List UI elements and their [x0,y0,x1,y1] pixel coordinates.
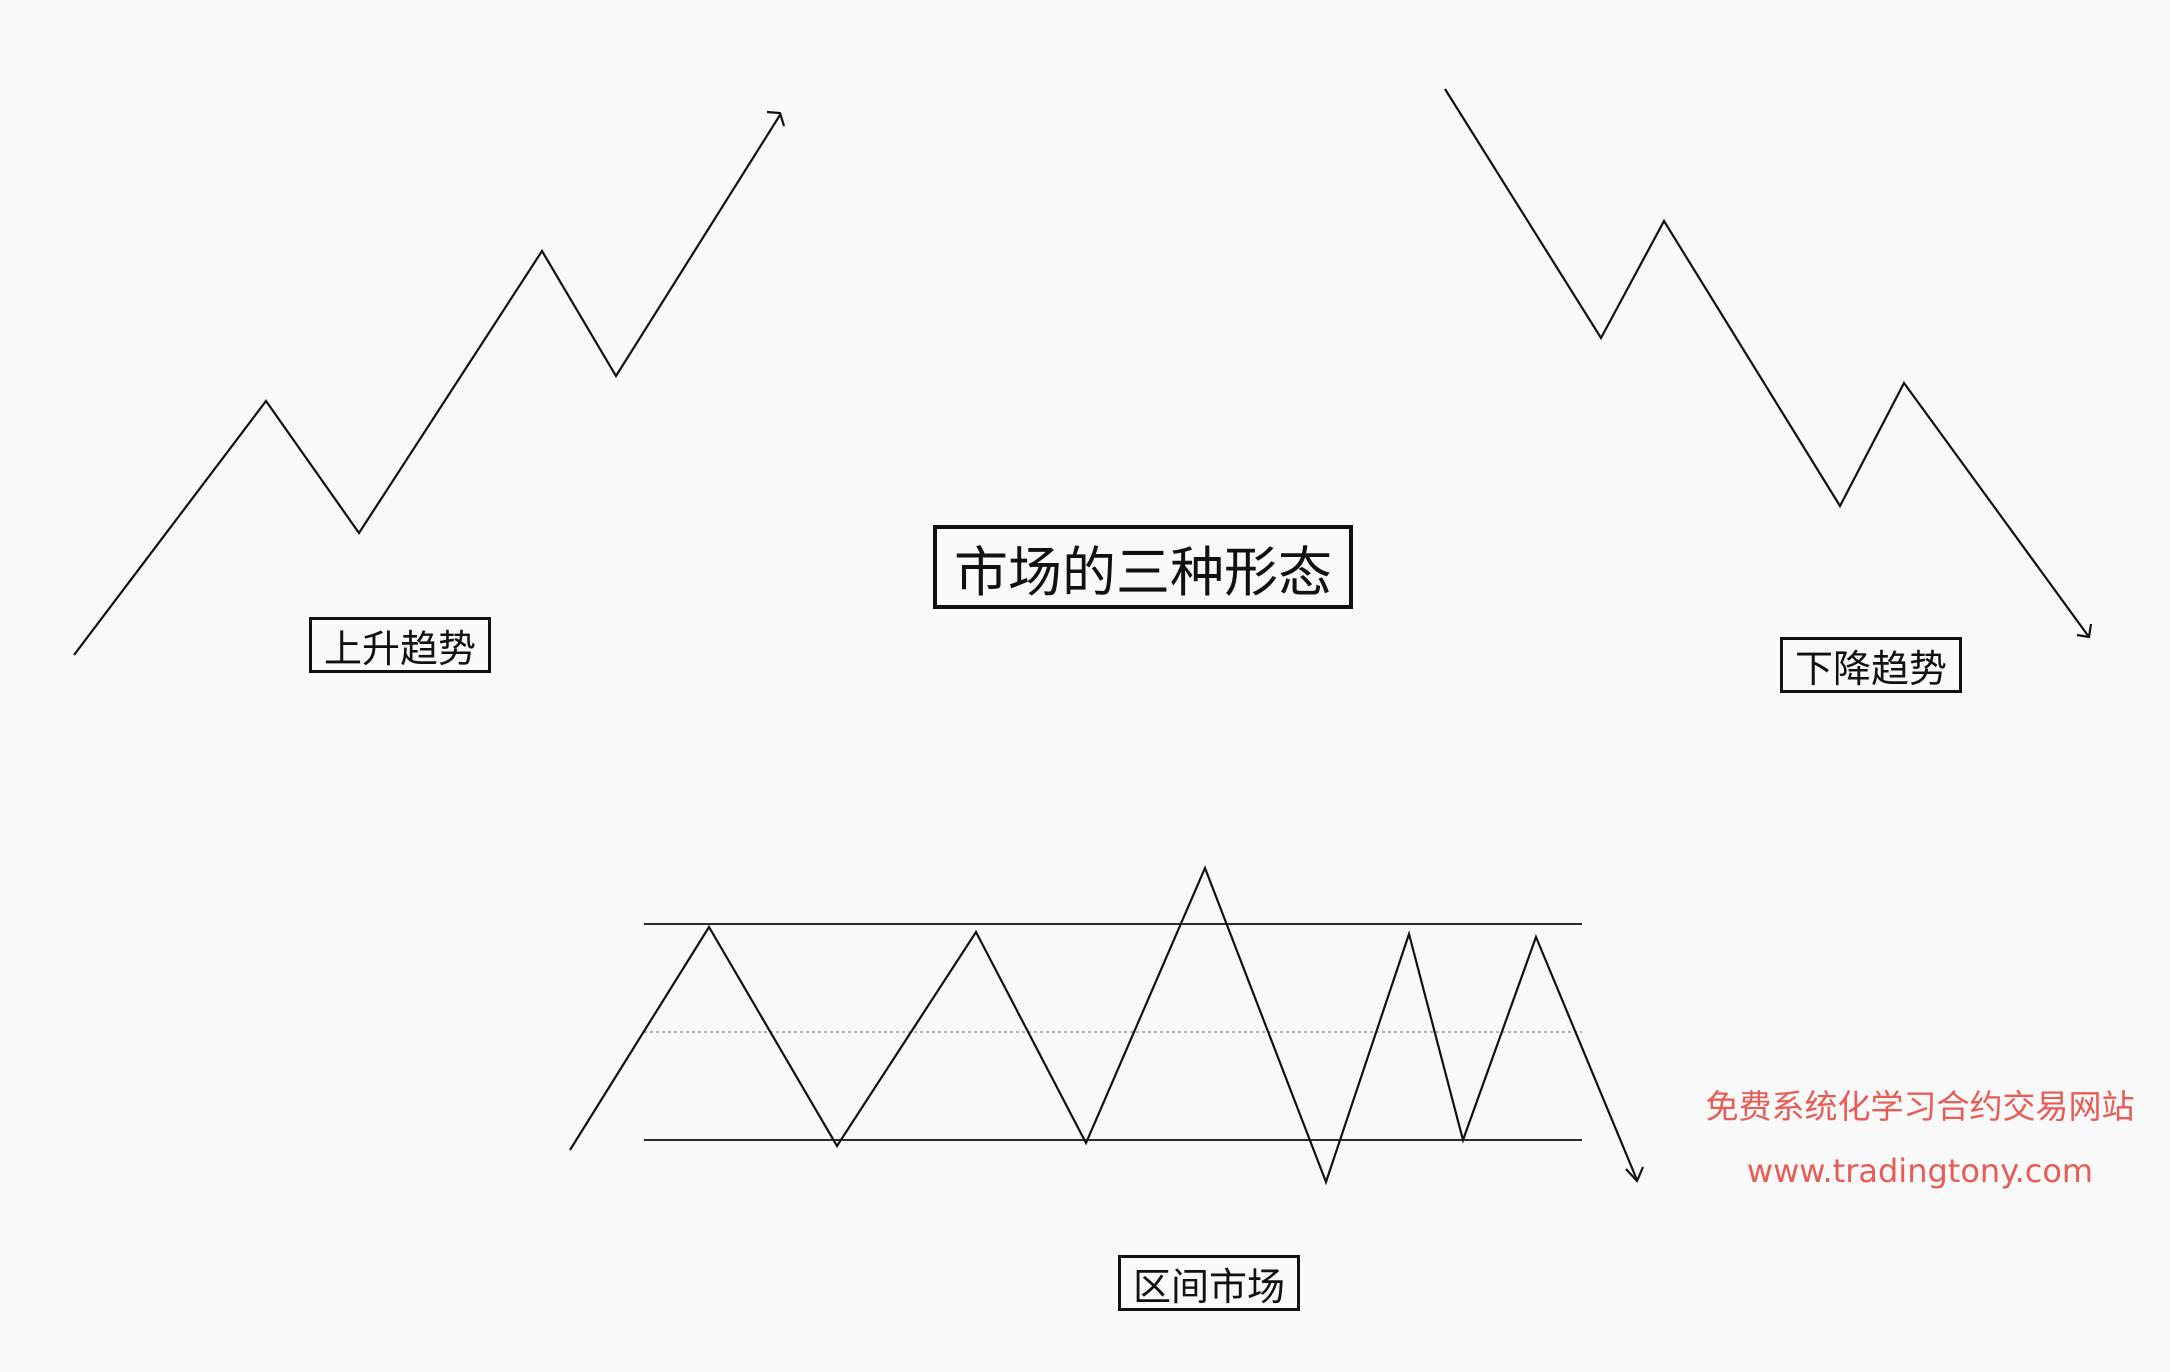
diagram-title: 市场的三种形态 [933,525,1353,609]
range-arrowhead [1625,1166,1645,1183]
range-pattern [569,865,1645,1186]
watermark-url: www.tradingtony.com [1746,1152,2094,1190]
uptrend-pattern [73,110,786,656]
downtrend-pattern [1444,88,2093,639]
range-zigzag-line [569,865,1639,1186]
downtrend-label: 下降趋势 [1780,637,1962,693]
uptrend-zigzag-line [73,114,781,656]
range-market-label: 区间市场 [1118,1255,1300,1311]
downtrend-zigzag-line [1444,88,2090,638]
uptrend-arrowhead [766,110,786,127]
watermark-slogan: 免费系统化学习合约交易网站 [1705,1087,2135,1126]
uptrend-label: 上升趋势 [309,617,491,673]
downtrend-arrowhead [2076,623,2093,639]
